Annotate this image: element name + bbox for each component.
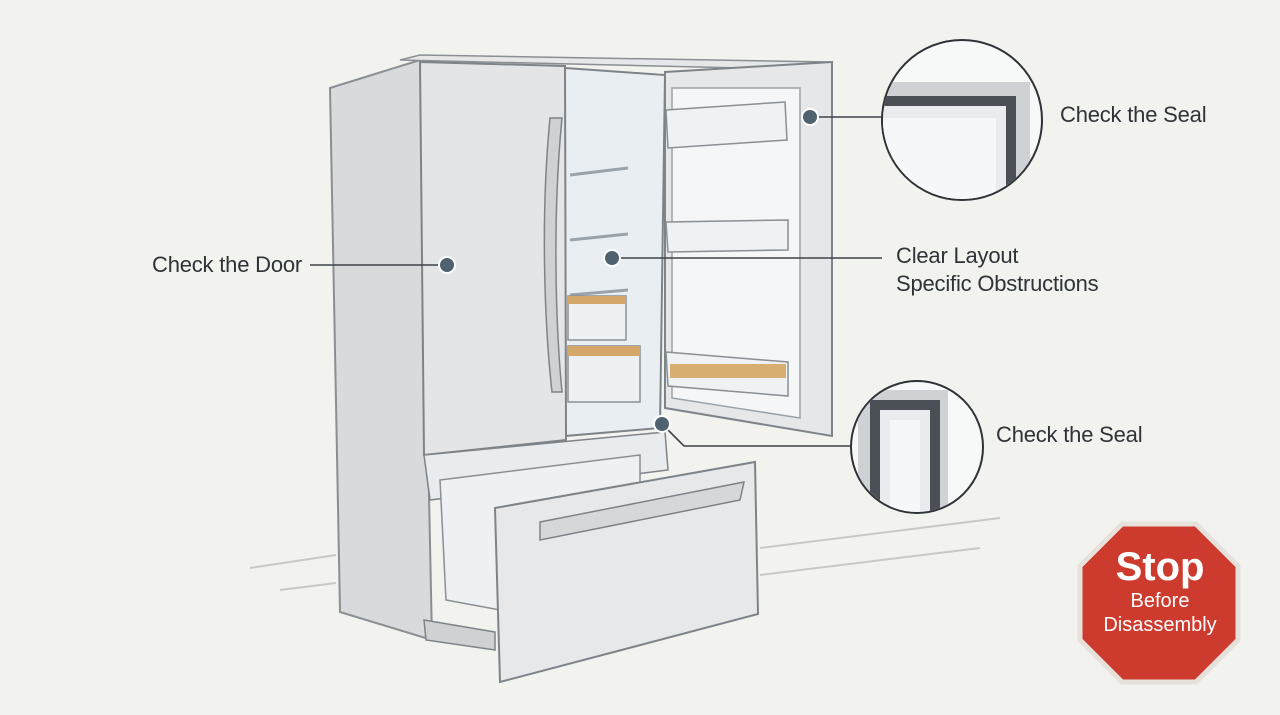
callout-clear-line1: Clear Layout xyxy=(896,243,1019,268)
callout-clear-line2: Specific Obstructions xyxy=(896,271,1099,296)
left-door-handle xyxy=(543,117,563,393)
stop-line2: Disassembly xyxy=(1103,614,1217,636)
refrigerator-illustration xyxy=(328,54,833,684)
door-bins xyxy=(665,101,789,397)
callout-check-door: Check the Door xyxy=(152,252,303,277)
callout-check-seal-top: Check the Seal xyxy=(1060,102,1207,127)
crisper-drawers xyxy=(567,295,641,403)
floor-lines xyxy=(249,517,1001,591)
freezer-drawer-handle xyxy=(539,481,745,541)
stop-sign-icon xyxy=(1077,521,1241,685)
callout-clear-layout: Clear Layout Specific Obstructions xyxy=(896,242,1099,298)
stop-line1: Before xyxy=(1130,590,1190,612)
stop-sign-text: Stop Before Disassembly xyxy=(1082,545,1238,637)
marker-door xyxy=(438,256,456,274)
right-door-liner xyxy=(671,87,801,419)
marker-clear-layout xyxy=(603,249,621,267)
fridge-side-panel xyxy=(328,58,434,642)
seal-magnifier-top xyxy=(881,39,1043,201)
callout-check-seal-bottom: Check the Seal xyxy=(996,422,1143,447)
marker-seal-top xyxy=(801,108,819,126)
fridge-base xyxy=(423,619,496,651)
callout-markers xyxy=(438,108,819,433)
left-door xyxy=(418,60,568,457)
stop-title: Stop xyxy=(1115,545,1205,589)
seal-magnifier-bottom xyxy=(850,380,984,514)
leader-lines xyxy=(310,116,886,447)
interior-shelves xyxy=(569,166,629,297)
marker-seal-bottom xyxy=(653,415,671,433)
freezer-drawer-front xyxy=(493,460,760,684)
